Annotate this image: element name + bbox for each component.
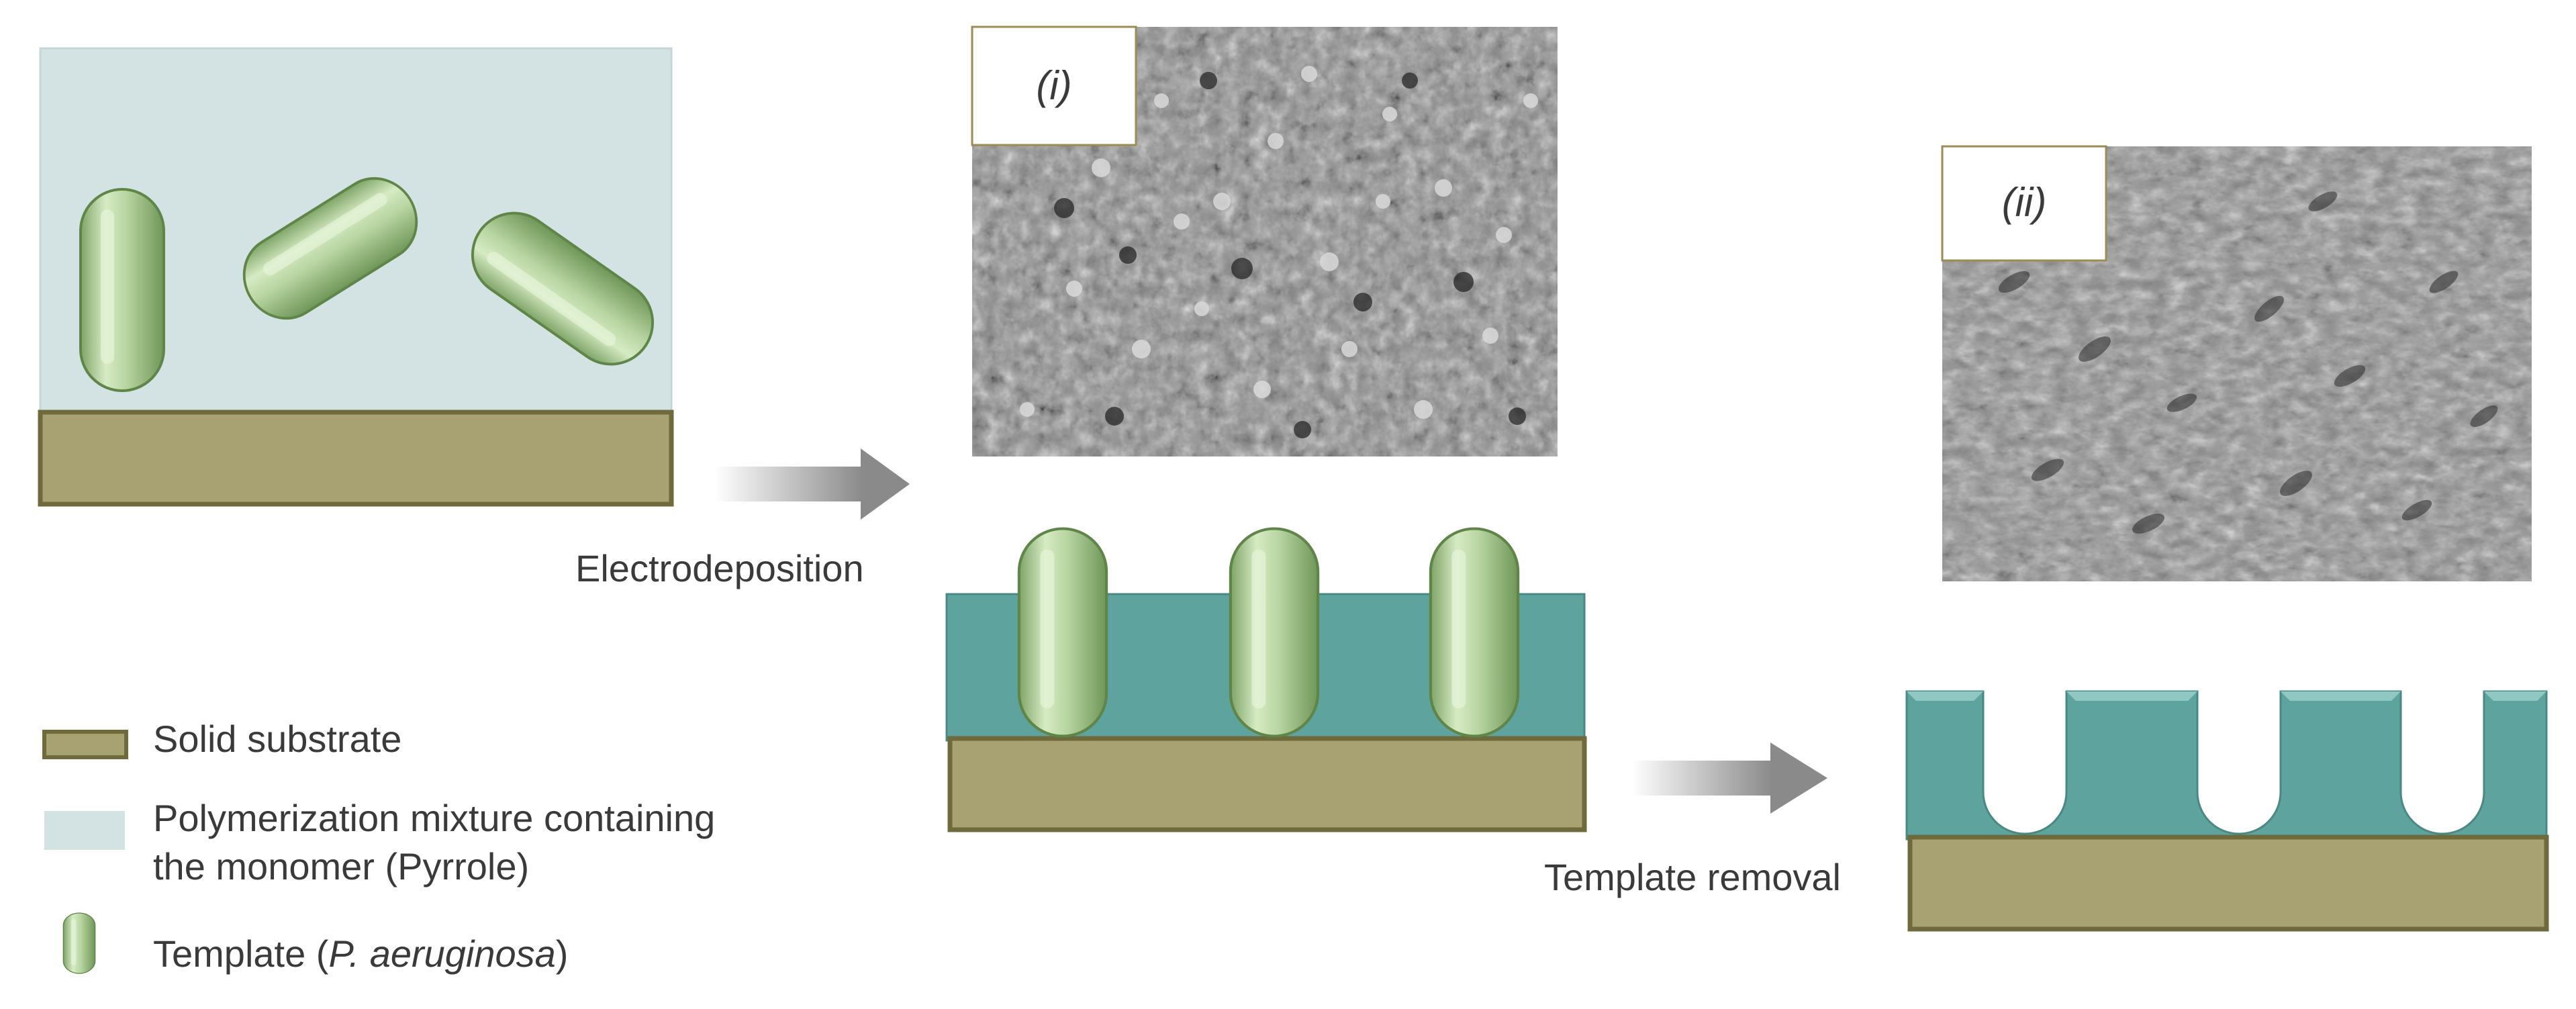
bacterium-rod-icon xyxy=(79,188,165,392)
solid-substrate-step2 xyxy=(947,736,1587,832)
legend-mixture-label-line2: the monomer (Pyrrole) xyxy=(153,845,529,887)
panel-ii-label-box xyxy=(1941,145,2107,262)
substrate-swatch-icon xyxy=(42,730,128,759)
panel-i-label: (i) xyxy=(1036,63,1071,108)
electrodeposition-label: Electrodeposition xyxy=(575,547,864,589)
bacterium-rod-icon xyxy=(1231,529,1318,736)
legend: Solid substrate Polymerization mixture c… xyxy=(42,718,715,975)
solid-substrate-step3 xyxy=(1907,834,2549,932)
legend-template-species: P. aeruginosa xyxy=(328,932,555,975)
arrow-right-icon xyxy=(715,448,910,520)
arrow-right-icon xyxy=(1631,742,1827,814)
bacterium-rod-icon xyxy=(1019,529,1106,736)
panel-i-label-box xyxy=(971,26,1137,146)
step3-imprinted-film xyxy=(1905,690,2549,932)
legend-template-label: Template (P. aeruginosa) xyxy=(153,932,568,975)
sem-image-ii: (ii) xyxy=(1941,145,2532,581)
template-removal-label: Template removal xyxy=(1544,856,1841,898)
sem-image-i: (i) xyxy=(971,26,1558,457)
imprinted-polypyrrole-film xyxy=(1905,690,2548,840)
solid-substrate-step1 xyxy=(38,410,674,507)
step1-setup xyxy=(38,47,674,507)
bacterium-rod-icon xyxy=(1431,529,1518,736)
mixture-swatch-icon xyxy=(44,811,125,850)
step2-deposited-film xyxy=(945,529,1587,832)
bacterium-rod-icon xyxy=(62,912,96,974)
panel-ii-label: (ii) xyxy=(2002,180,2047,225)
legend-substrate-label: Solid substrate xyxy=(153,718,401,760)
legend-mixture-label-line1: Polymerization mixture containing xyxy=(153,797,715,839)
